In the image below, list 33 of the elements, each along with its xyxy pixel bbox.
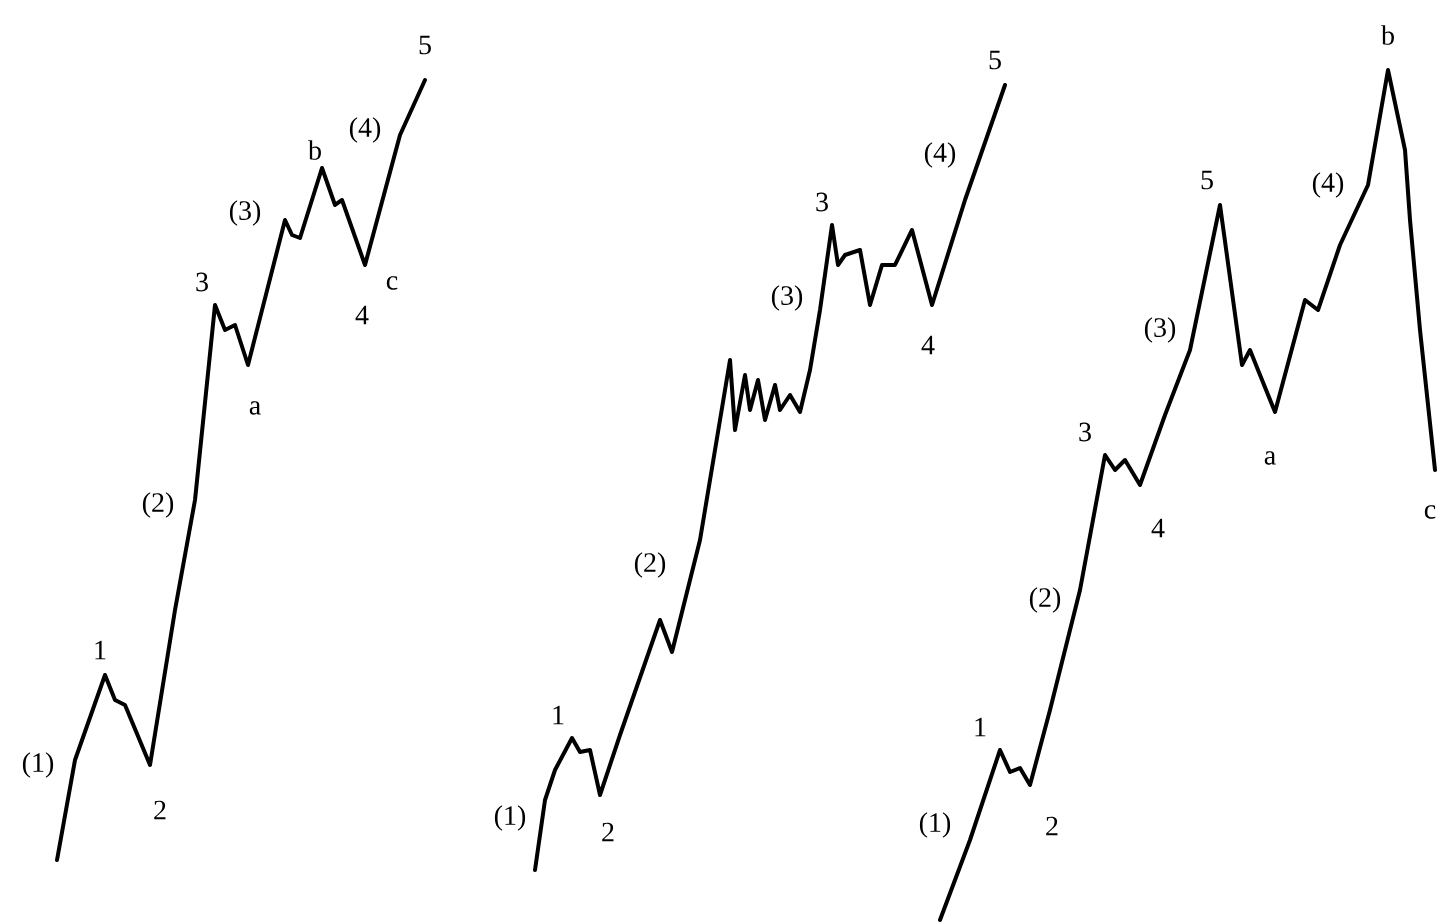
wave-label: (1): [22, 752, 54, 778]
wave-label: 4: [1151, 518, 1165, 538]
wave-label: (2): [142, 492, 174, 518]
wave-label: c: [386, 276, 398, 290]
wave-label: a: [1264, 451, 1276, 465]
wave-label: 3: [196, 272, 208, 292]
wave-label: (1): [919, 812, 951, 838]
wave-label: (4): [1312, 172, 1344, 198]
wave-label: 5: [1201, 170, 1213, 190]
wave-label: 3: [1079, 422, 1091, 442]
wave-label: (3): [1144, 317, 1176, 343]
wave-label: 1: [975, 717, 986, 737]
wave-label: c: [1424, 505, 1436, 519]
wave-label: 2: [1046, 816, 1058, 836]
wave-label: 4: [921, 335, 935, 355]
wave-label: (3): [229, 200, 261, 226]
wave-label: 2: [154, 800, 166, 820]
wave-label: (4): [349, 117, 381, 143]
wave-label: 1: [553, 705, 564, 725]
wave-label: 2: [602, 822, 614, 842]
wave-label: (3): [771, 285, 803, 311]
wave-label: (2): [1029, 587, 1061, 613]
wave-label: 3: [816, 192, 828, 212]
wave-label: 5: [419, 35, 431, 55]
wave-label: 5: [989, 50, 1001, 70]
wave-label: b: [308, 140, 321, 160]
wave-label: 1: [95, 640, 106, 660]
wave-label: b: [1381, 25, 1394, 45]
wave-label: 4: [355, 305, 369, 325]
wave-label: (4): [924, 142, 956, 168]
wave-label: (2): [634, 552, 666, 578]
wave-label: a: [249, 401, 261, 415]
wave-label: (1): [494, 805, 526, 831]
